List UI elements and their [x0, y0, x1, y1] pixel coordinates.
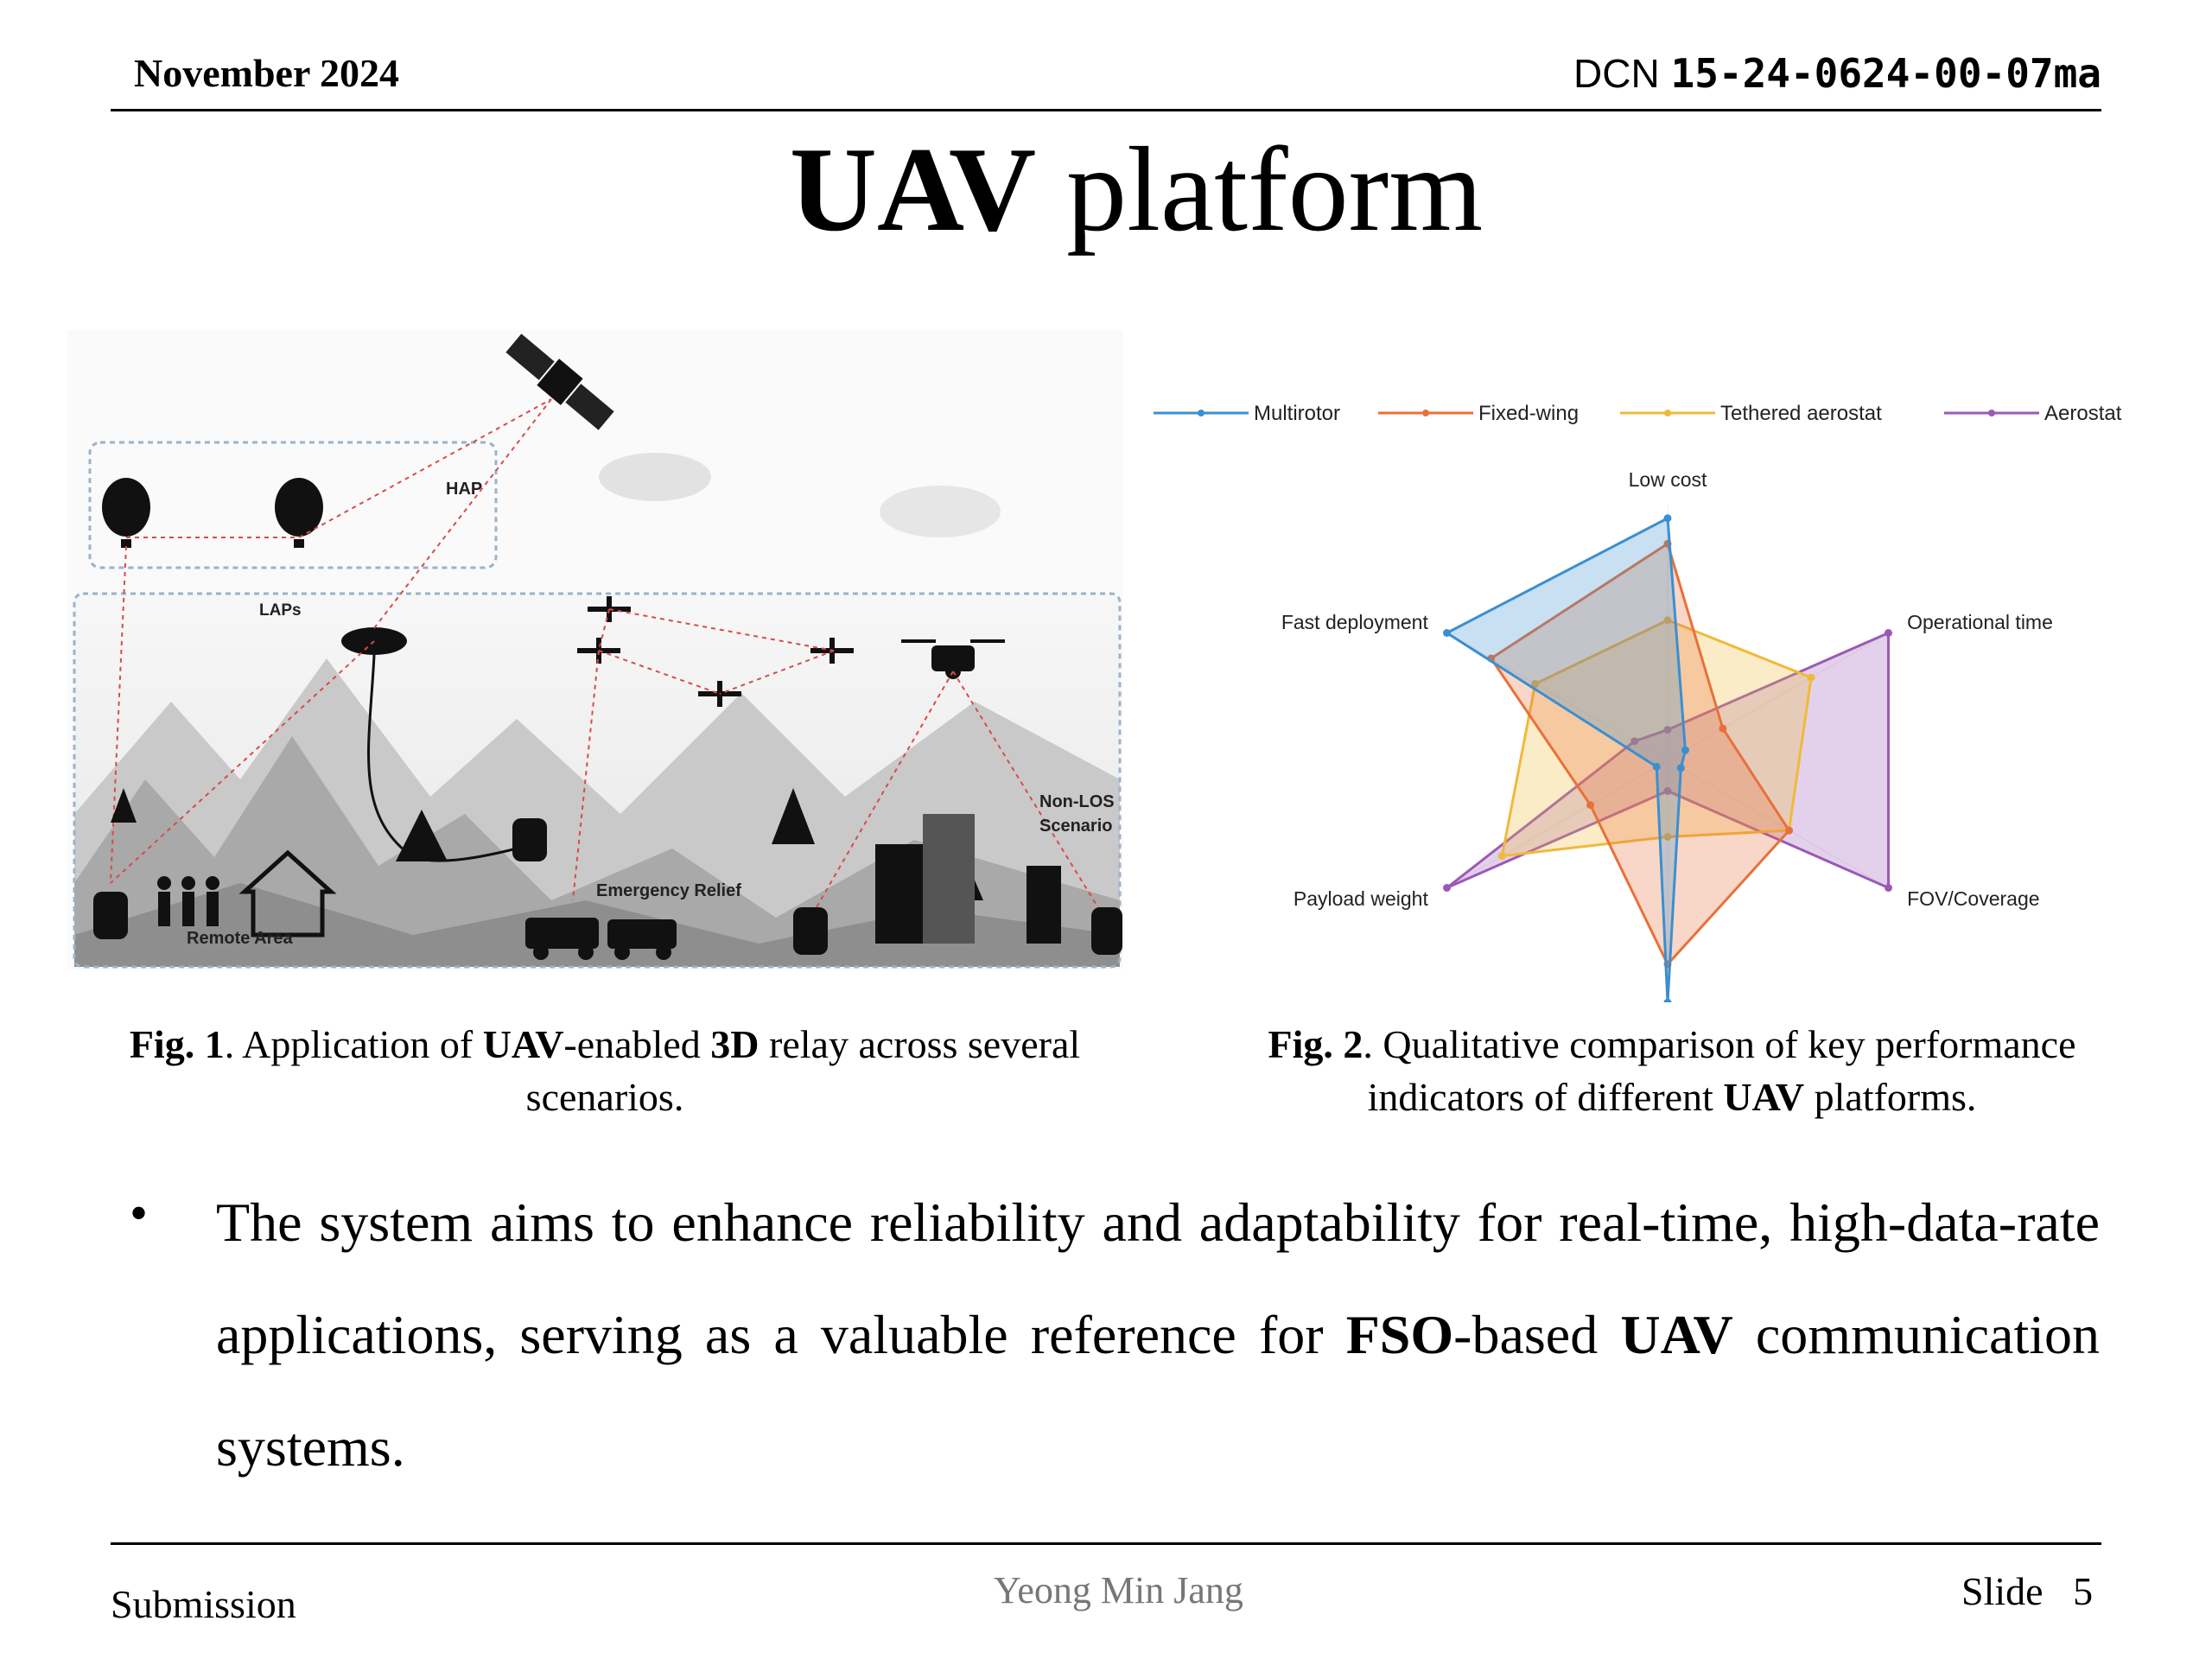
- fig1-caption-text: -enabled: [563, 1022, 711, 1066]
- radar-data-point: [1884, 884, 1892, 892]
- people-icon: [157, 876, 219, 926]
- header-rule: [111, 109, 2101, 111]
- footer-submission: Submission: [111, 1582, 296, 1626]
- radar-spoke: [1446, 760, 1669, 888]
- fig1-caption-label: Fig. 1: [129, 1022, 225, 1066]
- radar-data-point: [1586, 801, 1595, 810]
- footer-slide-number: Slide 5: [1961, 1568, 2093, 1614]
- fig2-caption-text: platforms.: [1804, 1075, 1977, 1119]
- ground-terminal-icon: [793, 907, 828, 955]
- bullet-marker: •: [130, 1185, 149, 1242]
- fig2-caption-bold: UAV: [1723, 1075, 1805, 1119]
- fig1-label-remote: Remote Area: [187, 929, 294, 948]
- radar-data-point: [1719, 724, 1727, 733]
- title-bold: UAV: [789, 123, 1037, 257]
- ground-terminal-icon: [1091, 907, 1122, 955]
- city-buildings-icon: [875, 814, 1061, 944]
- radar-data-point: [1443, 629, 1452, 637]
- chart-series: [1443, 514, 1892, 1002]
- slide-label: Slide: [1961, 1569, 2044, 1613]
- fig1-label-hap: HAP: [446, 480, 482, 499]
- fig2-caption-label: Fig. 2: [1268, 1022, 1363, 1066]
- legend-marker: [1422, 410, 1429, 416]
- radar-data-point: [1663, 616, 1672, 625]
- title-rest: platform: [1036, 123, 1484, 257]
- footer-author: Yeong Min Jang: [994, 1569, 1243, 1611]
- bullet-text-part: communication systems.: [216, 1304, 2101, 1478]
- radar-data-point: [1681, 746, 1689, 754]
- fig1-caption-text: relay across several scenarios.: [525, 1022, 1081, 1119]
- figure-2-radar-chart: Multirotor Fixed-wing Tethered aerostat Aer…: [1154, 402, 2122, 1002]
- slide-number: 5: [2073, 1569, 2094, 1613]
- legend-label: Aerostat: [2044, 402, 2122, 425]
- house-icon: [238, 849, 337, 938]
- bullet-text: The system aims to enhance reliability a…: [216, 1166, 2100, 1503]
- header-dcn: DCN 15-24-0624-00-07ma: [1573, 50, 2101, 97]
- dcn-prefix: DCN: [1573, 51, 1660, 96]
- radar-data-point: [1497, 852, 1506, 861]
- radar-axis-label: Operational time: [1907, 611, 2053, 633]
- header-date: November 2024: [134, 51, 400, 95]
- fig1-caption-bold: UAV: [482, 1022, 564, 1066]
- vehicle-icon: [525, 918, 677, 960]
- bullet-text-part: -based: [1453, 1304, 1621, 1365]
- satellite-icon: [505, 334, 614, 430]
- legend-marker: [1988, 410, 1995, 416]
- radar-spoke: [1667, 632, 1889, 761]
- radar-axis-label: Payload weight: [1294, 887, 1429, 910]
- footer-rule: [111, 1542, 2101, 1545]
- radar-data-point: [1531, 680, 1540, 688]
- radar-data-point: [1652, 762, 1661, 771]
- figure-1-illustration: HAP LAPs: [67, 330, 1123, 969]
- radar-axis-label: Fast deployment: [1281, 611, 1429, 633]
- radar-data-point: [1785, 826, 1794, 835]
- radar-axis-label: FOV/Coverage: [1907, 887, 2039, 910]
- figure-2-caption: Fig. 2. Qualitative comparison of key pe…: [1201, 1018, 2143, 1123]
- legend-label: Multirotor: [1254, 402, 1340, 425]
- legend-label: Tethered aerostat: [1720, 402, 1882, 425]
- legend-marker: [1664, 410, 1671, 416]
- balloon-icon: [275, 478, 323, 548]
- legend-label: Fixed-wing: [1478, 402, 1579, 425]
- radar-data-point: [1663, 998, 1672, 1002]
- radar-spoke: [1667, 760, 1889, 888]
- radar-data-point: [1676, 764, 1685, 772]
- figure-1-caption: Fig. 1. Application of UAV-enabled 3D re…: [104, 1018, 1106, 1123]
- slide-title: UAV platform: [0, 130, 2212, 251]
- bullet-text-part: The system aims to enhance reliability a…: [216, 1192, 2100, 1365]
- radar-data-point: [1663, 726, 1672, 734]
- radar-data-point: [1884, 629, 1892, 637]
- radar-data-point: [1663, 833, 1672, 841]
- fig1-caption-bold: 3D: [710, 1022, 760, 1066]
- radar-data-point: [1663, 786, 1672, 795]
- fig1-label-emergency: Emergency Relief: [596, 881, 741, 900]
- dcn-number: 15-24-0624-00-07ma: [1670, 50, 2102, 97]
- legend-marker: [1198, 410, 1205, 416]
- chart-legend: Multirotor Fixed-wing Tethered aerostat Aer…: [1154, 402, 2122, 425]
- bullet-bold: FSO: [1345, 1304, 1454, 1365]
- fig1-caption-text: . Application of: [224, 1022, 483, 1066]
- bullet-bold: UAV: [1620, 1304, 1733, 1365]
- fig1-label-non-los-1: Non-LOS: [1039, 792, 1115, 811]
- fig1-label-non-los-2: Scenario: [1039, 817, 1112, 836]
- balloon-icon: [102, 478, 150, 548]
- radar-data-point: [1663, 514, 1672, 523]
- radar-data-point: [1443, 884, 1452, 892]
- radar-data-point: [1630, 737, 1639, 746]
- radar-data-point: [1807, 673, 1815, 682]
- radar-axis-label: Low cost: [1629, 468, 1707, 491]
- radar-spoke: [1446, 632, 1669, 761]
- fig2-caption-text: . Qualitative comparison of key performa…: [1363, 1022, 2076, 1119]
- ground-terminal-icon: [93, 892, 128, 939]
- fig1-label-laps: LAPs: [259, 601, 302, 620]
- ground-terminal-icon: [512, 818, 547, 861]
